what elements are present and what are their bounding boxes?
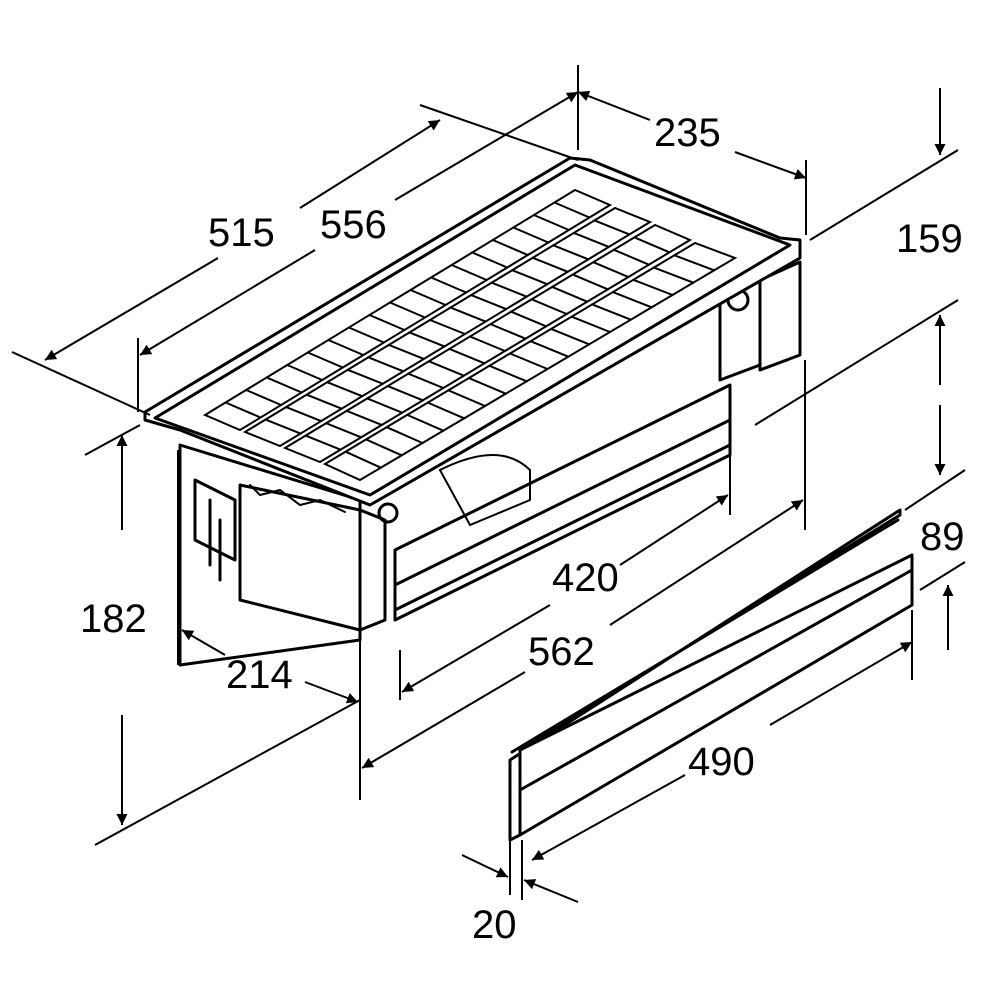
grille-rib [512, 226, 550, 244]
grille-rib [367, 356, 405, 373]
dimension-182: 182 [80, 597, 147, 641]
grille-rib [572, 231, 610, 248]
grille-rib [509, 352, 549, 370]
grille-rib [305, 393, 343, 410]
grille-rib [368, 314, 406, 331]
grille-rib [511, 269, 549, 286]
grille-rib [530, 298, 568, 315]
grille-rib [469, 335, 506, 352]
grille-rib [306, 351, 344, 369]
grille-rib [408, 331, 446, 348]
grille-rib [325, 422, 363, 439]
grille-rib [304, 434, 342, 451]
dimension-159: 159 [896, 217, 963, 261]
grille-rib [430, 276, 468, 294]
dimension-420: 420 [552, 556, 619, 600]
dimension-20: 20 [472, 903, 517, 947]
grille-rib [510, 310, 548, 328]
grille-rib [344, 450, 382, 469]
grille-rib [447, 389, 486, 407]
grille-rib [406, 413, 445, 432]
grille-rib [385, 426, 424, 444]
grille-rib [407, 372, 445, 389]
grille-rib [611, 291, 653, 309]
grille-rib [592, 261, 630, 278]
grille-rib [426, 401, 466, 420]
grille-rib [326, 381, 364, 398]
grille-rib [529, 340, 570, 358]
grille-rib [347, 326, 385, 344]
grille-rib [532, 214, 570, 231]
dimension-lines [11, 65, 966, 903]
grille-rib [327, 339, 365, 356]
dimension-214: 214 [226, 653, 293, 697]
grille-rib [345, 409, 383, 426]
grille-rib [652, 266, 695, 284]
ventilation-unit-body [143, 156, 802, 667]
grille-rib [531, 256, 569, 273]
grille-rib [571, 273, 609, 291]
grille-rib [673, 254, 716, 272]
grille-rib [286, 364, 324, 381]
grille-rib [553, 201, 591, 219]
grille-rib [449, 306, 487, 323]
grille-rib [427, 360, 465, 377]
grille-rib [570, 315, 611, 333]
grille-rib [389, 301, 426, 319]
grille-ribs [224, 201, 716, 469]
grille-rib [245, 389, 283, 406]
grille-rib [491, 239, 529, 256]
grille-rib [409, 289, 447, 306]
grille-rib [551, 285, 589, 303]
grille-rib [632, 278, 674, 296]
grille-rib [285, 406, 323, 423]
dimension-562: 562 [528, 630, 595, 674]
grille-rib [264, 418, 302, 435]
grille-rib [490, 281, 528, 298]
grille-rib [265, 376, 303, 394]
grille-rib [429, 319, 466, 335]
grille-rib [386, 385, 424, 402]
grille-rib [488, 364, 528, 383]
grille-rib [365, 438, 403, 457]
dimension-89: 89 [920, 515, 965, 559]
grille-rib [224, 401, 262, 419]
grille-rib [552, 244, 590, 261]
dimension-490: 490 [688, 740, 755, 784]
grille-rib [633, 236, 671, 254]
grille-rib [470, 294, 508, 311]
grille-rib [366, 397, 404, 414]
grille-rib [593, 219, 631, 236]
grille-rib [450, 264, 488, 281]
grille-rib [471, 251, 509, 269]
grille-rib [346, 368, 384, 385]
dimension-515: 515 [208, 211, 275, 255]
grille-rib [591, 303, 632, 321]
dimension-235: 235 [654, 111, 721, 155]
grille-rib [489, 323, 527, 340]
grille-rib [448, 347, 486, 365]
dimension-556: 556 [320, 203, 387, 247]
grille-rib [387, 343, 425, 360]
grille-rib [550, 327, 591, 346]
grille-rib [612, 248, 650, 266]
grille-rib [467, 377, 507, 395]
